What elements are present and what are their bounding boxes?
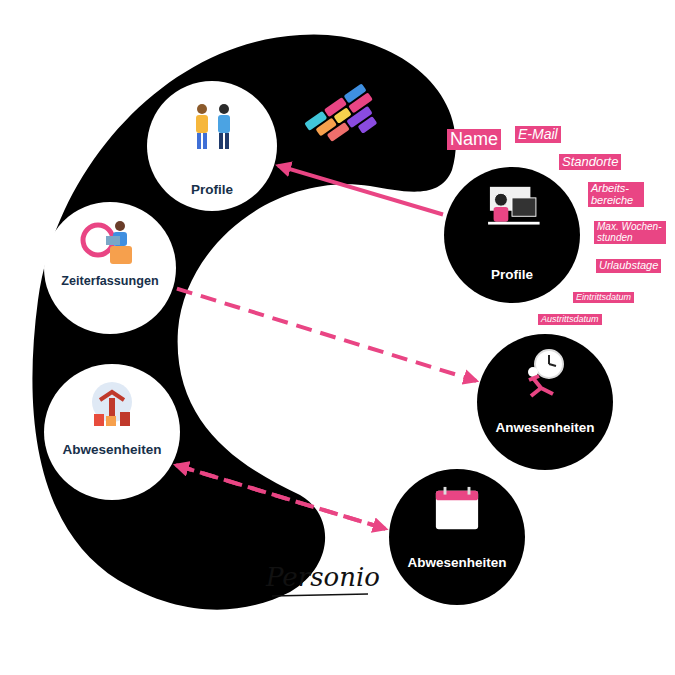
node-label: Abwesenheiten [389,555,525,570]
node-label: Abwesenheiten [44,442,180,457]
field-tag: Urlaubstage [596,259,661,273]
field-tag: E-Mail [515,126,561,143]
circle-node: Abwesenheiten [44,364,180,500]
circle-node: Anwesenheiten [477,334,613,470]
node-icon [182,101,242,151]
node-label: Anwesenheiten [477,420,613,435]
logo-underline [272,594,368,596]
circle-node: Abwesenheiten [389,469,525,605]
node-label: Profile [147,182,277,197]
circle-node: Profile [147,81,277,211]
node-icon [80,218,140,268]
field-tag: Max. Wochen- stunden [594,221,666,244]
circle-node: Zeiterfassungen [44,202,176,334]
field-tag: Austrittsdatum [538,314,602,325]
field-tag: Arbeits- bereiche [588,182,644,207]
field-tag: Standorte [559,154,621,170]
personio-mark [304,83,385,158]
solid-arrow [278,166,443,215]
node-icon [480,185,544,231]
field-tag: Name [447,129,501,150]
node-icon [515,348,575,398]
node-label: Zeiterfassungen [44,274,176,288]
field-tag: Eintrittsdatum [573,292,634,303]
circle-node: Profile [444,167,580,303]
node-icon [82,380,142,430]
node-icon [427,485,487,533]
node-label: Profile [444,267,580,282]
dashed-arrow [176,465,386,529]
dashed-arrow [177,289,476,381]
dashed-arrow [176,465,386,529]
brand-logo-text: Personio [266,562,380,592]
